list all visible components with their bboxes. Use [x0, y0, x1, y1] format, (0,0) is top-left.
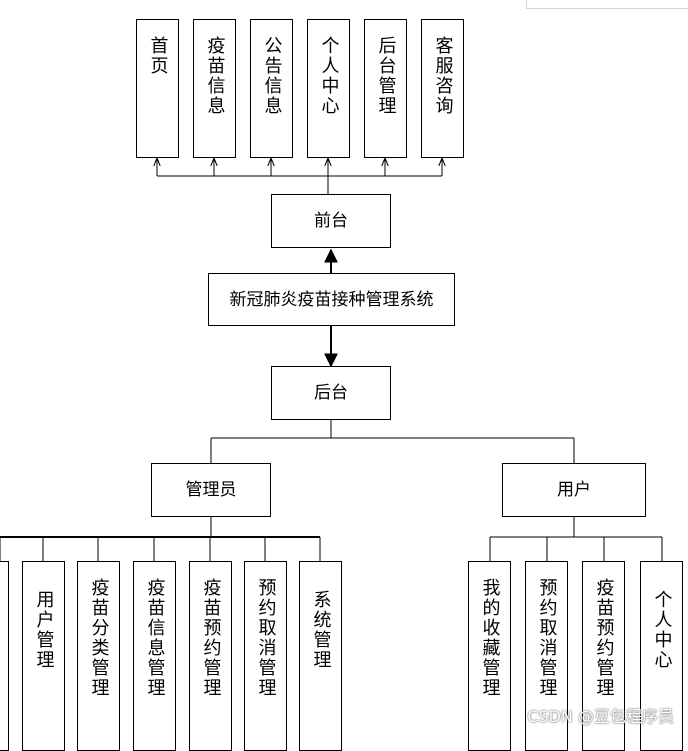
user-module-appointment-cancel-management: 预约取消管理	[525, 561, 568, 751]
admin-module-partial	[0, 561, 9, 751]
module-home: 首页	[136, 19, 179, 158]
module-backend-management: 后台管理	[364, 19, 407, 158]
csdn-watermark: CSDN @豆包程序员	[527, 707, 674, 726]
toolbar-strip	[526, 0, 688, 9]
module-vaccine-info: 疫苗信息	[193, 19, 236, 158]
user-node: 用户	[502, 463, 646, 517]
admin-module-vaccine-info-management: 疫苗信息管理	[133, 561, 176, 751]
module-notice-info: 公告信息	[250, 19, 293, 158]
module-customer-service: 客服咨询	[421, 19, 464, 158]
admin-module-vaccine-category-management: 疫苗分类管理	[77, 561, 120, 751]
admin-module-vaccine-appointment-management: 疫苗预约管理	[189, 561, 232, 751]
user-module-favorites-management: 我的收藏管理	[468, 561, 511, 751]
module-personal-center: 个人中心	[307, 19, 350, 158]
admin-node: 管理员	[151, 463, 271, 517]
admin-module-system-management: 系统管理	[299, 561, 342, 751]
admin-module-appointment-cancel-management: 预约取消管理	[244, 561, 287, 751]
system-node: 新冠肺炎疫苗接种管理系统	[208, 273, 455, 326]
admin-module-user-management: 用户管理	[22, 561, 65, 751]
back-node: 后台	[271, 366, 391, 420]
front-node: 前台	[271, 194, 391, 248]
